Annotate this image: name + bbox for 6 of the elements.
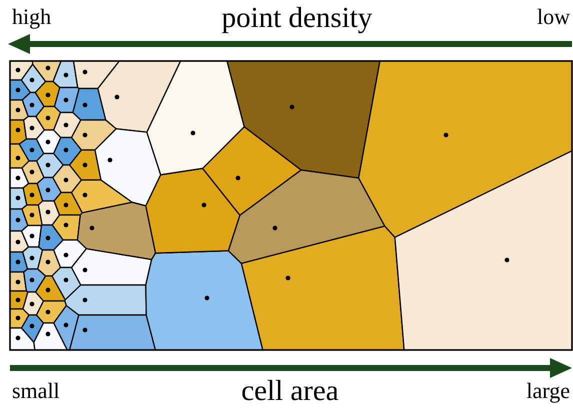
axis-label: cell area (241, 377, 339, 406)
axis-label: low (537, 6, 570, 28)
axis-label: small (12, 380, 60, 402)
axis-label: high (12, 6, 52, 28)
axis-label: point density (222, 4, 372, 33)
axis-label: large (526, 380, 570, 402)
